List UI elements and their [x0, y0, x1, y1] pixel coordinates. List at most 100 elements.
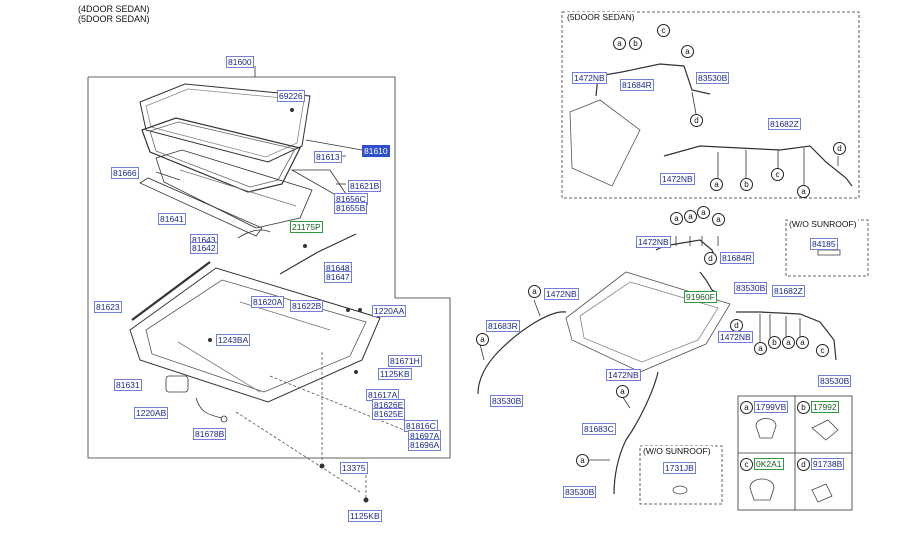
- callout-c: c: [657, 24, 670, 37]
- callout-a: a: [476, 333, 489, 346]
- part-label-1472nb-mid-left[interactable]: 1472NB: [544, 288, 579, 300]
- callout-a: a: [697, 206, 710, 219]
- legend-callout-b: b: [797, 401, 810, 414]
- part-label-81613[interactable]: 81613: [314, 151, 342, 163]
- section-title-5door: (5DOOR SEDAN): [566, 12, 636, 22]
- callout-b: b: [629, 37, 642, 50]
- part-label-1472nb-5door-rear[interactable]: 1472NB: [660, 173, 695, 185]
- part-label-1472nb-5door-front[interactable]: 1472NB: [572, 72, 607, 84]
- legend-part-91738b[interactable]: 91738B: [811, 458, 845, 470]
- part-label-81623[interactable]: 81623: [94, 301, 122, 313]
- part-label-81683c[interactable]: 81683C: [582, 423, 616, 435]
- clip-91738b-shape: [811, 483, 833, 503]
- callout-d: d: [690, 114, 703, 127]
- part-label-83530b-mid-right[interactable]: 83530B: [818, 375, 852, 387]
- callout-b: b: [740, 178, 753, 191]
- part-label-1472nb-mid-top[interactable]: 1472NB: [636, 236, 671, 248]
- callout-a: a: [796, 336, 809, 349]
- part-label-1243ba[interactable]: 1243BA: [216, 334, 251, 346]
- callout-a: a: [710, 178, 723, 191]
- part-label-81666[interactable]: 81666: [111, 167, 139, 179]
- callout-a: a: [782, 336, 795, 349]
- part-label-1472nb-mid-center[interactable]: 1472NB: [606, 369, 641, 381]
- part-label-1220ab[interactable]: 1220AB: [134, 407, 169, 419]
- plug-84185-shape: [817, 249, 841, 256]
- callout-a: a: [684, 210, 697, 223]
- callout-b: b: [768, 336, 781, 349]
- callout-c: c: [816, 344, 829, 357]
- legend-part-0k2a1[interactable]: 0K2A1: [754, 458, 784, 470]
- part-label-69226[interactable]: 69226: [277, 90, 305, 102]
- part-label-81621b[interactable]: 81621B: [348, 180, 382, 192]
- part-label-91960f[interactable]: 91960F: [684, 291, 717, 303]
- callout-a: a: [576, 454, 589, 467]
- callout-a: a: [754, 342, 767, 355]
- part-label-1220aa[interactable]: 1220AA: [372, 305, 407, 317]
- cable-shape: [279, 233, 357, 275]
- hose-mid-left: [477, 311, 567, 395]
- section-title-wo-sunroof-top: (W/O SUNROOF): [788, 219, 858, 229]
- part-label-1472nb-mid-right[interactable]: 1472NB: [718, 331, 753, 343]
- part-label-83530b-mid-a[interactable]: 83530B: [734, 282, 768, 294]
- clip-1799vb-shape: [755, 418, 777, 439]
- hose-5door-rear: [663, 145, 853, 187]
- legend-callout-d: d: [797, 458, 810, 471]
- legend-callout-a: a: [740, 401, 753, 414]
- part-label-1125kb-top[interactable]: 1125KB: [378, 368, 412, 380]
- callout-a: a: [712, 213, 725, 226]
- part-label-81620a[interactable]: 81620A: [251, 296, 285, 308]
- part-label-81642[interactable]: 81642: [190, 242, 218, 254]
- part-label-81641[interactable]: 81641: [158, 213, 186, 225]
- part-label-81671h[interactable]: 81671H: [388, 355, 422, 367]
- part-label-81678b[interactable]: 81678B: [193, 428, 227, 440]
- part-label-81684r-5door[interactable]: 81684R: [620, 79, 654, 91]
- part-label-81600[interactable]: 81600: [226, 56, 254, 68]
- clip-17992-shape: [811, 419, 839, 441]
- part-label-83530b-mid-left[interactable]: 83530B: [490, 395, 524, 407]
- section-title-wo-sunroof-bottom: (W/O SUNROOF): [642, 446, 712, 456]
- legend-callout-c: c: [740, 458, 753, 471]
- part-label-83530b-5door[interactable]: 83530B: [696, 72, 730, 84]
- part-label-84185[interactable]: 84185: [810, 238, 838, 250]
- part-label-81684r-mid[interactable]: 81684R: [720, 252, 754, 264]
- part-label-81622b[interactable]: 81622B: [290, 300, 324, 312]
- variant-heading-5door: (5DOOR SEDAN): [78, 14, 150, 24]
- callout-a: a: [528, 285, 541, 298]
- callout-a: a: [681, 45, 694, 58]
- part-label-81655b[interactable]: 81655B: [334, 202, 368, 214]
- part-label-1125kb-bottom[interactable]: 1125KB: [348, 510, 382, 522]
- part-label-81610[interactable]: 81610: [362, 145, 390, 157]
- part-label-81647[interactable]: 81647: [324, 271, 352, 283]
- part-label-81682z-mid[interactable]: 81682Z: [772, 285, 805, 297]
- plug-1731jb-shape: [672, 485, 688, 495]
- hose-mid-center: [613, 371, 659, 495]
- assembly-frame: [87, 76, 451, 459]
- callout-d: d: [833, 142, 846, 155]
- callout-a: a: [616, 385, 629, 398]
- part-label-83530b-bottom[interactable]: 83530B: [563, 486, 597, 498]
- part-label-21175p[interactable]: 21175P: [290, 221, 323, 233]
- variant-heading-4door: (4DOOR SEDAN): [78, 4, 150, 14]
- hose-mid-rear: [736, 311, 837, 361]
- glass-seal-shape: [141, 117, 301, 193]
- callout-c: c: [771, 168, 784, 181]
- part-label-81682z-5door[interactable]: 81682Z: [768, 118, 801, 130]
- sunshade-shape: [155, 149, 313, 229]
- legend-part-1799vb[interactable]: 1799VB: [754, 401, 789, 413]
- motor-shape: [165, 375, 189, 393]
- legend-part-17992[interactable]: 17992: [811, 401, 839, 413]
- glass-panel-shape: [139, 83, 311, 163]
- sunroof-frame-shape: [129, 267, 381, 403]
- part-label-81631[interactable]: 81631: [114, 379, 142, 391]
- part-label-81683r[interactable]: 81683R: [486, 320, 520, 332]
- part-label-13375[interactable]: 13375: [340, 462, 368, 474]
- part-label-81696a[interactable]: 81696A: [408, 439, 442, 451]
- part-label-1731jb[interactable]: 1731JB: [663, 462, 696, 474]
- part-label-81625e[interactable]: 81625E: [372, 408, 406, 420]
- callout-d: d: [730, 319, 743, 332]
- callout-a: a: [613, 37, 626, 50]
- sunroof-frame-5door-shape: [565, 271, 731, 373]
- deflector-shape: [139, 177, 263, 237]
